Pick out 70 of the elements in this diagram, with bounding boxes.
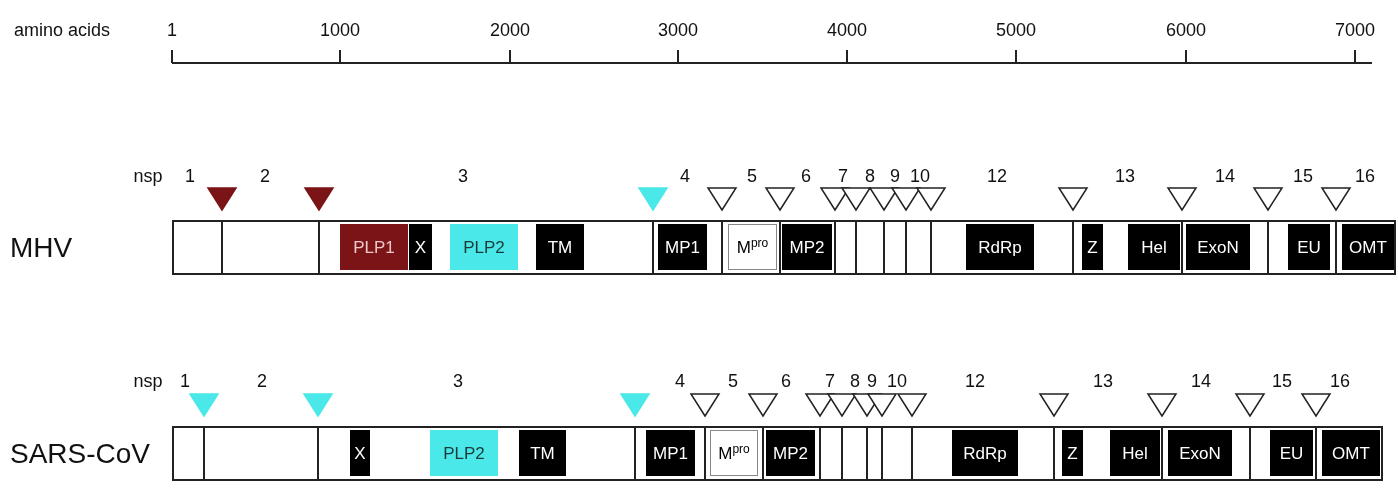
domain-box: RdRp bbox=[952, 430, 1018, 476]
nsp-label: 13 bbox=[1093, 372, 1113, 390]
axis-tick-label: 2000 bbox=[490, 21, 530, 39]
nsp-label: 1 bbox=[180, 372, 190, 390]
domain-box: ExoN bbox=[1168, 430, 1232, 476]
nsp-label: 4 bbox=[680, 167, 690, 185]
nsp-label: 7 bbox=[838, 167, 848, 185]
domain-box: RdRp bbox=[966, 224, 1034, 270]
domain-box: M$^{pro}$ bbox=[728, 224, 777, 270]
nsp-label: 9 bbox=[867, 372, 877, 390]
nsp-label: 2 bbox=[257, 372, 267, 390]
domain-box: Z bbox=[1082, 224, 1103, 270]
domain-box: PLP2 bbox=[430, 430, 498, 476]
domain-box: Hel bbox=[1110, 430, 1160, 476]
axis-tick-label: 5000 bbox=[996, 21, 1036, 39]
nsp-label: 16 bbox=[1355, 167, 1375, 185]
domain-box: X bbox=[409, 224, 432, 270]
axis-tick-label: 1 bbox=[167, 21, 177, 39]
nsp-label: 14 bbox=[1215, 167, 1235, 185]
nsp-label: 10 bbox=[910, 167, 930, 185]
domain-box: Z bbox=[1062, 430, 1083, 476]
domain-box: X bbox=[350, 430, 370, 476]
polyprotein-bar bbox=[172, 426, 1383, 481]
domain-box: OMT bbox=[1342, 224, 1394, 270]
domain-box: TM bbox=[519, 430, 566, 476]
axis-tick-label: 1000 bbox=[320, 21, 360, 39]
domain-box: PLP1 bbox=[340, 224, 408, 270]
domain-box: PLP2 bbox=[450, 224, 518, 270]
domain-box: EU bbox=[1288, 224, 1330, 270]
domain-box: MP2 bbox=[766, 430, 815, 476]
domain-box: MP1 bbox=[658, 224, 707, 270]
domain-box: ExoN bbox=[1186, 224, 1250, 270]
nsp-label: 10 bbox=[887, 372, 907, 390]
nsp-label: 15 bbox=[1293, 167, 1313, 185]
domain-box: OMT bbox=[1322, 430, 1380, 476]
axis-tick-label: 6000 bbox=[1166, 21, 1206, 39]
nsp-label: nsp bbox=[133, 167, 163, 185]
nsp-label: 8 bbox=[865, 167, 875, 185]
nsp-label: 6 bbox=[801, 167, 811, 185]
nsp-label: 5 bbox=[747, 167, 757, 185]
nsp-label: 3 bbox=[458, 167, 468, 185]
nsp-label: 9 bbox=[890, 167, 900, 185]
nsp-label: 15 bbox=[1272, 372, 1292, 390]
nsp-label: 13 bbox=[1115, 167, 1135, 185]
axis-tick-label: 4000 bbox=[827, 21, 867, 39]
axis-tick-label: 7000 bbox=[1335, 21, 1375, 39]
row-label: SARS-CoV bbox=[10, 439, 151, 468]
domain-box: MP1 bbox=[646, 430, 695, 476]
nsp-label: 8 bbox=[850, 372, 860, 390]
domain-box: M$^{pro}$ bbox=[710, 430, 758, 476]
nsp-label: 5 bbox=[728, 372, 738, 390]
nsp-label: 6 bbox=[781, 372, 791, 390]
nsp-label: 14 bbox=[1191, 372, 1211, 390]
nsp-label: 7 bbox=[825, 372, 835, 390]
nsp-label: 16 bbox=[1330, 372, 1350, 390]
nsp-label: 2 bbox=[260, 167, 270, 185]
axis-tick-label: 3000 bbox=[658, 21, 698, 39]
domain-box: EU bbox=[1270, 430, 1313, 476]
nsp-label: 12 bbox=[965, 372, 985, 390]
nsp-label: 1 bbox=[185, 167, 195, 185]
nsp-label: 4 bbox=[675, 372, 685, 390]
domain-box: TM bbox=[536, 224, 584, 270]
domain-box: Hel bbox=[1128, 224, 1180, 270]
row-label: MHV bbox=[10, 233, 73, 262]
axis-title: amino acids bbox=[14, 21, 110, 39]
nsp-label: nsp bbox=[133, 372, 163, 390]
polyprotein-bar bbox=[172, 220, 1396, 275]
nsp-label: 12 bbox=[987, 167, 1007, 185]
domain-box: MP2 bbox=[782, 224, 832, 270]
nsp-label: 3 bbox=[453, 372, 463, 390]
